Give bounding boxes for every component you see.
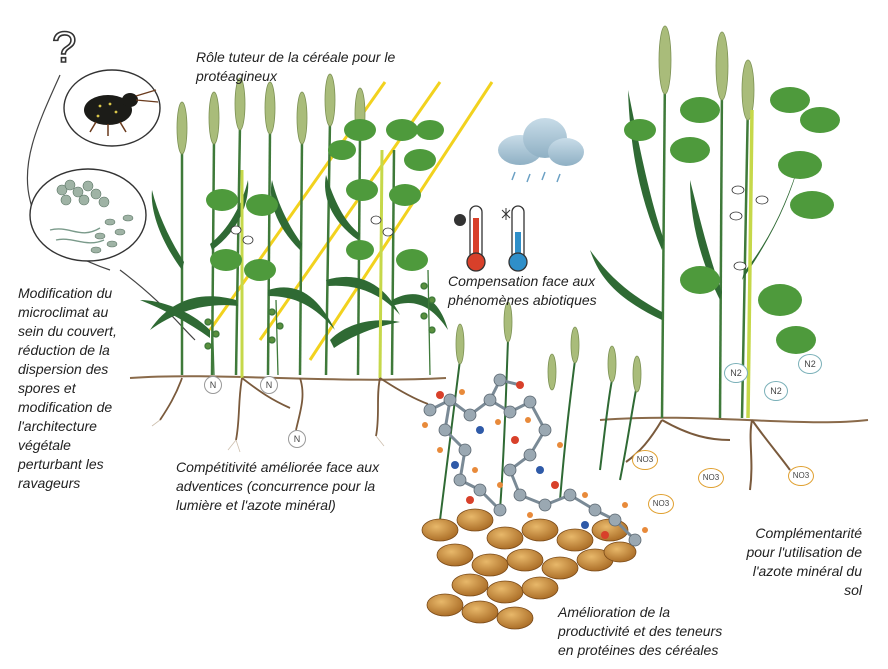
label-line: productivité et des teneurs (558, 623, 723, 639)
label-line: Complémentarité (755, 525, 862, 541)
label-line: Compétitivité améliorée face aux (176, 459, 380, 475)
label-tuteur: Rôle tuteur de la céréale pour le protéa… (196, 48, 395, 86)
label-complementarite: Complémentarité pour l'utilisation de l'… (746, 524, 862, 600)
label-line: en protéines des céréales (558, 642, 719, 658)
rain-cloud-icon (498, 118, 584, 183)
center-ears (455, 301, 642, 393)
label-line: végétale (18, 437, 71, 453)
label-line: spores et (18, 380, 76, 396)
n2-symbol: N2 (764, 381, 788, 401)
soil-surface (129, 375, 869, 424)
label-line: dispersion des (18, 361, 109, 377)
nitrate-symbol: NO3 (632, 450, 658, 470)
label-productivite: Amélioration de la productivité et des t… (558, 603, 722, 660)
label-line: phénomènes abiotiques (448, 292, 597, 308)
label-line: ravageurs (18, 475, 81, 491)
beetle-icon (84, 89, 159, 136)
label-line: lumière et l'azote minéral) (176, 497, 336, 513)
protein-molecule (422, 373, 648, 547)
grain-pile (421, 508, 637, 630)
label-line: adventices (concurrence pour la (176, 478, 376, 494)
svg-text:?: ? (52, 23, 76, 72)
question-mark-icon: ? (51, 22, 77, 73)
label-line: l'architecture (18, 418, 97, 434)
label-line: sol (844, 582, 862, 598)
label-line: sein du couvert, (18, 323, 117, 339)
left-crop-field (140, 73, 448, 453)
n2-symbol: N2 (724, 363, 748, 383)
sun-hot-thermometer-icon (454, 205, 486, 272)
n2-symbol: N2 (798, 354, 822, 374)
fungal-spores-icon (49, 179, 134, 254)
nitrogen-symbol: N (288, 430, 306, 448)
label-line: perturbant les (18, 456, 104, 472)
right-crop-field (590, 25, 840, 491)
label-line: protéagineux (196, 68, 277, 84)
label-line: microclimat au (18, 304, 109, 320)
label-line: Compensation face aux (448, 273, 596, 289)
nitrate-symbol: NO3 (648, 494, 674, 514)
label-line: modification de (18, 399, 113, 415)
nitrogen-symbol: N (260, 376, 278, 394)
label-abiotique: Compensation face aux phénomènes abiotiq… (448, 272, 597, 310)
label-microclimat: Modification du microclimat au sein du c… (18, 284, 117, 493)
nitrate-symbol: NO3 (788, 466, 814, 486)
label-adventices: Compétitivité améliorée face aux adventi… (176, 458, 379, 515)
label-line: l'azote minéral du (752, 563, 862, 579)
nitrogen-symbol: N (204, 376, 222, 394)
label-line: pour l'utilisation de (746, 544, 862, 560)
label-line: Amélioration de la (558, 604, 671, 620)
nitrate-symbol: NO3 (698, 468, 724, 488)
label-line: Modification du (18, 285, 113, 301)
label-line: Rôle tuteur de la céréale pour le (196, 49, 396, 65)
label-line: réduction de la (18, 342, 110, 358)
snow-cold-thermometer-icon (501, 205, 528, 272)
center-seedlings (439, 339, 637, 521)
